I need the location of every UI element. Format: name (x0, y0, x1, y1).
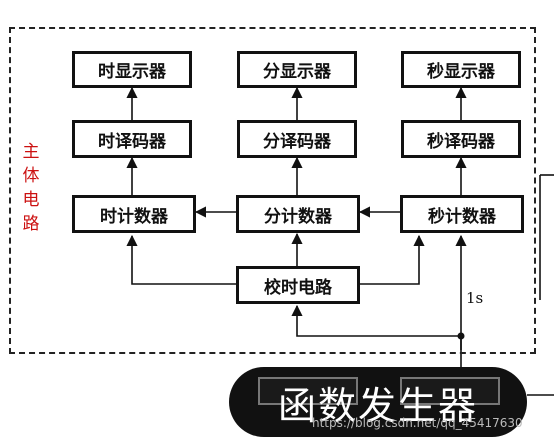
second-decoder-box: 秒译码器 (401, 120, 521, 158)
hour-decoder-box: 时译码器 (72, 120, 192, 158)
generator-inner-box-right (400, 377, 500, 405)
main-circuit-label: 主 体 电 路 (20, 140, 42, 236)
signal-1s-label: 1s (466, 289, 484, 307)
arrow-1s-to-adjust (291, 304, 461, 337)
watermark-text: https://blog.csdn.net/qq_45417630 (312, 416, 523, 430)
second-display-box: 秒显示器 (401, 51, 521, 88)
hour-counter-box: 时计数器 (72, 195, 196, 233)
second-counter-box: 秒计数器 (400, 195, 524, 233)
junction-dot (457, 332, 465, 340)
side-label-char: 电 (22, 190, 40, 210)
hour-display-box: 时显示器 (72, 51, 192, 88)
minute-counter-box: 分计数器 (236, 195, 360, 233)
side-label-char: 路 (22, 214, 40, 234)
generator-inner-box-left (258, 377, 358, 405)
function-generator-label: 函数发生器 (277, 383, 478, 428)
side-label-char: 主 (22, 142, 40, 162)
time-adjust-circuit-box: 校时电路 (236, 266, 360, 304)
arrow-adjust-to-hour (126, 234, 236, 285)
main-circuit-frame (9, 27, 536, 354)
minute-display-box: 分显示器 (237, 51, 357, 88)
arrow-adjust-to-sec (360, 234, 425, 285)
side-label-char: 体 (22, 166, 40, 186)
minute-decoder-box: 分译码器 (237, 120, 357, 158)
